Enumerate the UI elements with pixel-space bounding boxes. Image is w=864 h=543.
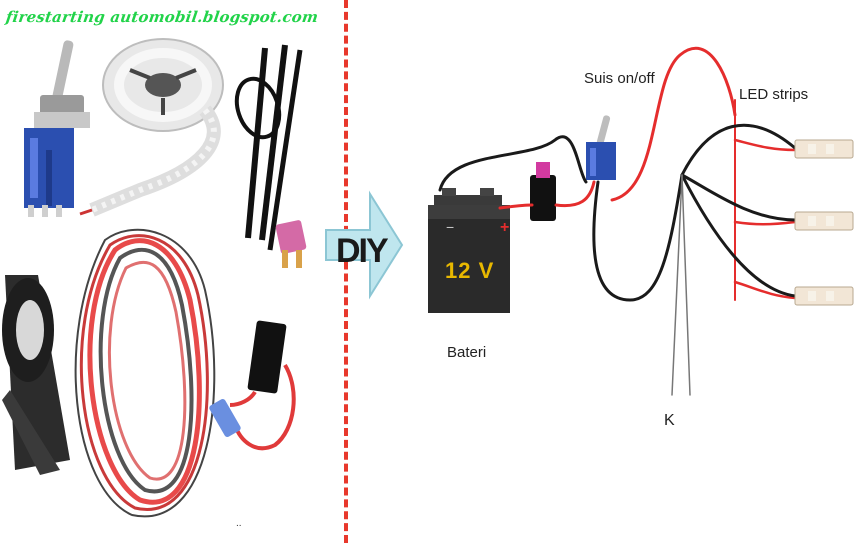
fuse-holder-icon (209, 320, 296, 451)
led-strip-reel-icon (79, 38, 224, 217)
battery-minus: − (446, 219, 454, 235)
battery-label: Bateri (447, 344, 487, 361)
diy-arrow-icon (325, 190, 404, 300)
watermark-text: firestarting automobil.blogspot.com (4, 8, 320, 26)
fuse-icon (275, 220, 307, 268)
battery-voltage: 12 V (445, 258, 495, 283)
battery-plus: + (500, 219, 509, 236)
led-strips-label: LED strips (739, 86, 809, 103)
electrical-tape-icon (2, 275, 70, 475)
toggle-switch-icon (24, 40, 90, 217)
wire-bundle-icon (74, 228, 216, 518)
cable-ties-icon (234, 44, 303, 251)
toggle-switch-icon (586, 115, 616, 180)
battery-icon (428, 188, 510, 313)
led-strip-icon (808, 144, 834, 301)
diy-label: DIY (336, 232, 389, 270)
led-strip-icon (794, 139, 854, 306)
dashed-divider (344, 0, 348, 543)
fuse-holder-icon (530, 162, 556, 221)
parts-illustration (2, 38, 307, 518)
switch-label: Suis on/off (584, 70, 655, 87)
wiring-diagram: + − (428, 46, 854, 396)
ground-label: K (664, 412, 675, 429)
footer-dots: .. (236, 518, 242, 529)
